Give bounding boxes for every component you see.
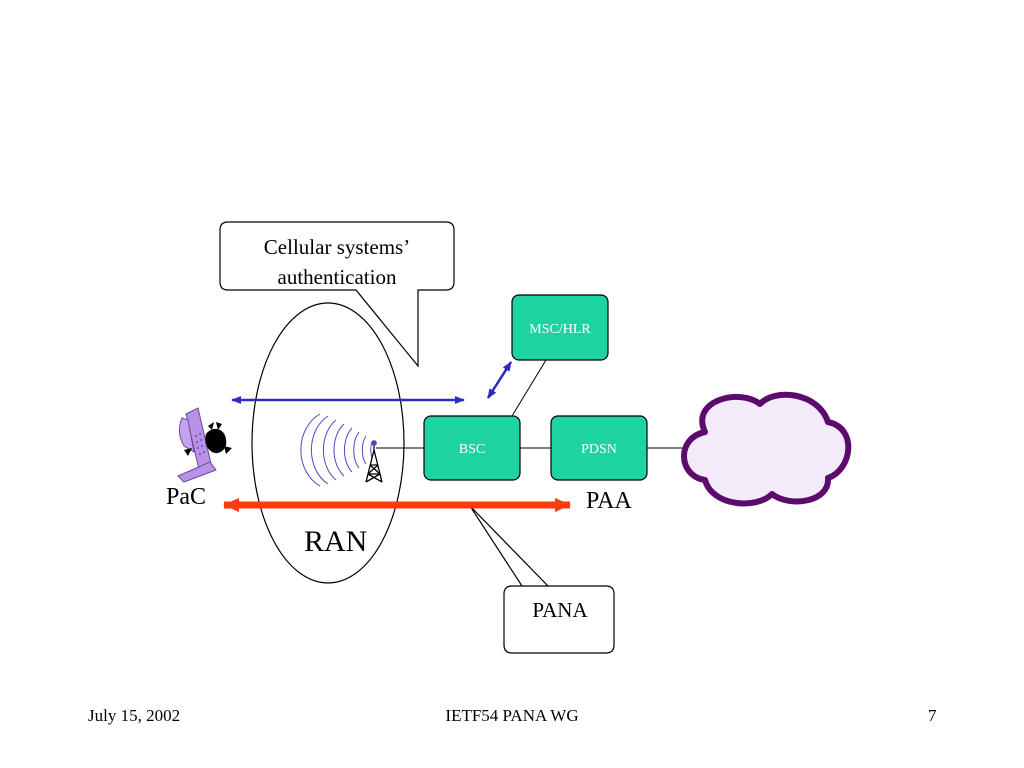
pana-callout-bubble xyxy=(469,505,615,654)
footer-page-number: 7 xyxy=(928,706,937,725)
pana-callout-label: PANA xyxy=(532,598,588,622)
pdsn-label: PDSN xyxy=(581,442,617,457)
antenna-tower-icon xyxy=(365,440,383,483)
bsc-msc-link xyxy=(511,359,547,417)
cellular-callout-bubble xyxy=(219,221,455,368)
bsc-msc-auth-arrow xyxy=(486,361,513,399)
pdsn-node xyxy=(550,415,648,481)
network-cloud-icon xyxy=(681,391,852,507)
cellular-callout-line-2: authentication xyxy=(278,265,397,289)
paa-label: PAA xyxy=(586,488,632,514)
bsc-label: BSC xyxy=(459,442,485,457)
msc-hlr-label: MSC/HLR xyxy=(529,322,591,337)
ran-label: RAN xyxy=(304,525,367,558)
ran-ellipse xyxy=(251,302,405,584)
cellular-callout-line-1: Cellular systems’ xyxy=(264,235,410,259)
footer-date: July 15, 2002 xyxy=(88,706,181,725)
footer-title: IETF54 PANA WG xyxy=(445,706,579,725)
pac-label: PaC xyxy=(166,484,206,510)
msc-hlr-node xyxy=(511,294,609,361)
bsc-node xyxy=(423,415,521,481)
mobile-phone-icon xyxy=(177,407,232,483)
radio-waves-icon xyxy=(300,413,373,487)
